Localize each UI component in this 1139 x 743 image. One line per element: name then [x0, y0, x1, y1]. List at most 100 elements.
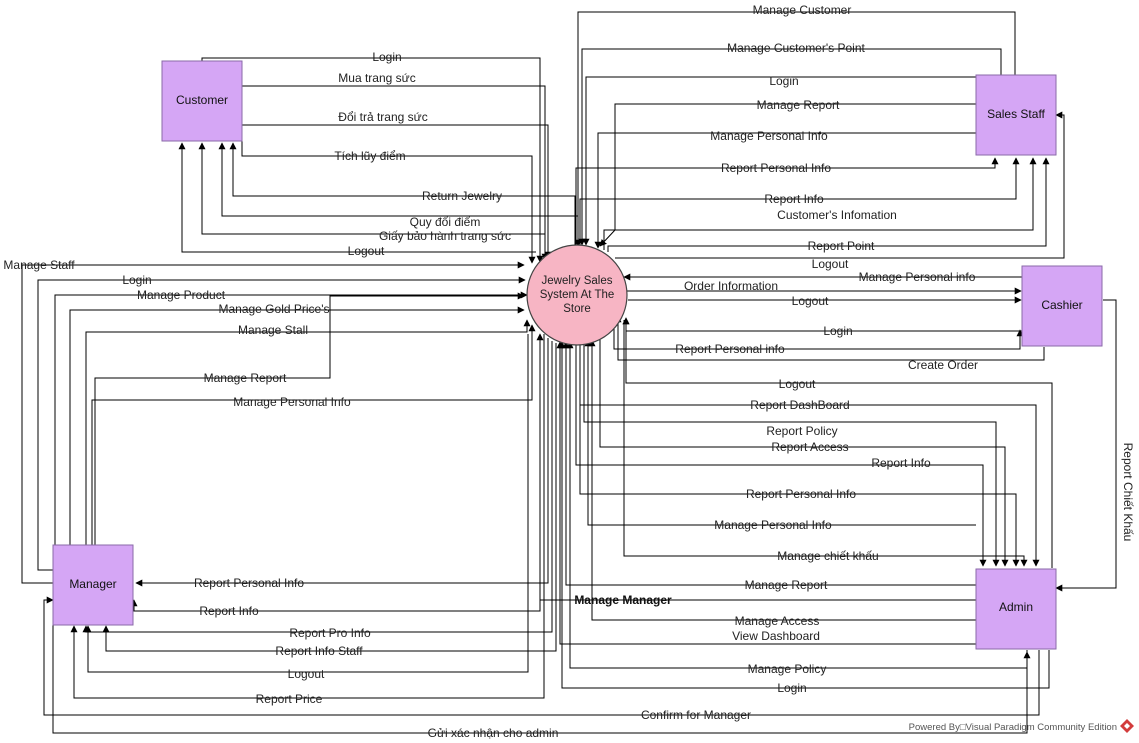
flow-label: Manage Personal Info — [233, 395, 351, 409]
flow-label: Manage Product — [137, 288, 226, 302]
flow-sales-manage-report — [599, 103, 976, 247]
flow-label: Return Jewelry — [422, 189, 502, 203]
flow-admin-manage-personal-info — [584, 339, 976, 526]
flow-label: Logout — [792, 294, 829, 308]
flow-label: Report Pro Info — [289, 626, 371, 640]
flow-label: Logout — [812, 257, 849, 271]
flow-label: Confirm for Manager — [641, 708, 751, 722]
flow-manager-report-info — [130, 336, 541, 612]
flow-customer-logout — [178, 142, 536, 253]
flow-return-jewelry — [229, 142, 576, 248]
flow-label: Manage Customer's Point — [727, 41, 865, 55]
flow-label: Giấy bảo hành trang sức — [379, 229, 511, 243]
flow-label: Logout — [348, 244, 385, 258]
flow-manage-customer — [574, 11, 1016, 247]
flow-label: Manage Staff — [3, 258, 75, 272]
flow-label: View Dashboard — [732, 629, 820, 643]
flow-label: Order Information — [684, 279, 778, 293]
flow-admin-manage-report — [562, 341, 976, 586]
flow-label: Đổi trả trang sức — [338, 110, 427, 124]
footer-text: Powered By□Visual Paradigm Community Edi… — [909, 722, 1117, 733]
flow-label: Manage Personal info — [859, 270, 976, 284]
entity-box — [975, 74, 1057, 156]
flow-manager-report-personal-info — [135, 338, 549, 587]
entity-label: Cashier — [1041, 298, 1082, 312]
flow-label: Manage Report — [204, 371, 287, 385]
entity-customer[interactable]: Customer — [161, 60, 243, 142]
flow-label: Manage Stall — [238, 323, 308, 337]
flow-label: Logout — [779, 377, 816, 391]
flow-manage-product — [54, 291, 528, 545]
flow-label: Customer's Infomation — [777, 208, 897, 222]
flow-view-dashboard — [556, 341, 976, 645]
flow-label: Login — [777, 681, 806, 695]
flow-admin-login — [558, 341, 1050, 689]
flow-label: Report Info — [764, 192, 824, 206]
flow-label: Report Access — [771, 440, 848, 454]
flow-label: Login — [372, 50, 401, 64]
flow-manage-staff — [21, 261, 525, 584]
flow-manage-customer-point — [578, 48, 1002, 246]
flow-label: Report Info — [199, 604, 259, 618]
process-circle — [526, 244, 628, 346]
flow-label: Report DashBoard — [750, 398, 849, 412]
flow-label: Report Personal Info — [746, 487, 856, 501]
flow-sales-logout — [615, 111, 1065, 259]
flow-mua-trang-suc — [242, 85, 549, 261]
footer-watermark: Powered By□Visual Paradigm Community Edi… — [909, 719, 1134, 733]
flow-customer-login — [201, 57, 544, 263]
flow-label: Report Point — [808, 239, 875, 253]
flow-customer-information — [603, 157, 1037, 250]
entity-box — [52, 544, 134, 626]
flow-manager-manage-report — [94, 292, 525, 545]
process-jewelry-sales-system[interactable]: Jewelry Sales System At The Store — [526, 244, 628, 346]
flow-label: Report Personal Info — [721, 161, 831, 175]
flow-label: Login — [823, 324, 852, 338]
entity-label: Customer — [176, 93, 228, 107]
flow-label: Login — [769, 74, 798, 88]
flow-label: Tích lũy điểm — [334, 149, 405, 163]
flow-report-chiet-khau — [1055, 299, 1117, 592]
flow-admin-report-personal-info — [579, 342, 1020, 567]
flow-label: Manage Report — [757, 98, 840, 112]
flow-label: Mua trang sức — [338, 71, 415, 85]
process-label-line-1: Jewelry Sales — [542, 275, 613, 287]
flow-label: Manage Gold Price's — [218, 302, 329, 316]
flow-confirm-for-manager — [43, 596, 1040, 716]
entity-sales-staff[interactable]: Sales Staff — [975, 74, 1057, 156]
visual-paradigm-logo-icon — [1120, 719, 1134, 733]
flow-tich-luy — [241, 141, 536, 264]
flow-report-pro-info — [82, 341, 553, 633]
flow-label: Report Info — [871, 456, 931, 470]
flow-cashier-report-personal-info — [613, 318, 1024, 350]
flow-label: Report Info Staff — [275, 644, 363, 658]
flow-admin-logout — [622, 317, 1053, 568]
flow-label: Manage Policy — [748, 662, 827, 676]
flow-label: Manage Personal Info — [714, 518, 832, 532]
flow-sales-report-personal-info — [575, 157, 999, 248]
entity-admin[interactable]: Admin — [975, 568, 1057, 650]
flow-report-point — [607, 157, 1050, 252]
flow-sales-manage-personal-info — [594, 132, 976, 249]
flow-report-info-staff — [102, 343, 557, 652]
flow-manage-access — [588, 339, 976, 621]
flow-label: Report Personal info — [675, 342, 785, 356]
entity-box — [1021, 265, 1103, 347]
entity-manager[interactable]: Manager — [52, 544, 134, 626]
entity-box — [161, 60, 243, 142]
flow-label: Report Policy — [766, 424, 837, 438]
flow-gui-xac-nhan — [52, 625, 1031, 734]
flow-labels: Login Mua trang sức Đổi trả trang sức Tí… — [3, 3, 1135, 740]
flow-label: Quy đổi điểm — [410, 215, 481, 229]
flow-label: Manage Report — [745, 578, 828, 592]
process-label-line-3: Store — [563, 303, 591, 315]
flow-sales-report-info — [579, 157, 1020, 246]
flow-label: Manage Access — [735, 614, 820, 628]
flow-label: Manage chiết khấu — [777, 549, 878, 563]
flow-manage-manager — [536, 333, 976, 601]
entity-cashier[interactable]: Cashier — [1021, 265, 1103, 347]
flow-label: Manage Customer — [753, 3, 852, 17]
flow-label: Create Order — [908, 358, 978, 372]
flow-label: Manage Personal Info — [710, 129, 828, 143]
